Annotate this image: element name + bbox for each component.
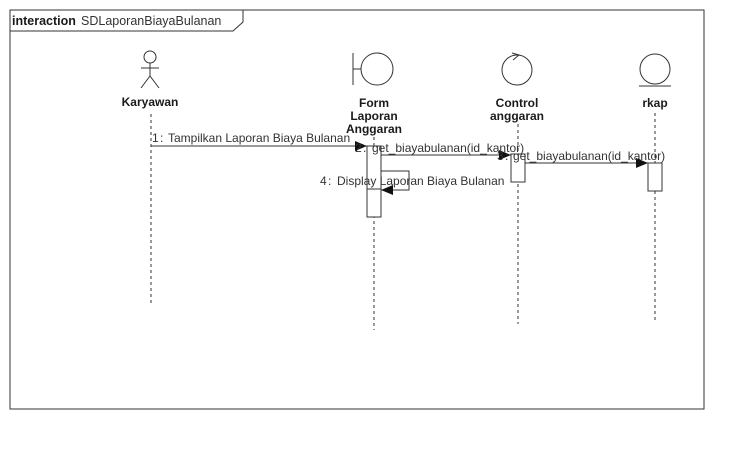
lifeline-label: Karyawan xyxy=(122,95,179,109)
lifeline-rkap: rkap xyxy=(639,53,671,322)
arrowhead xyxy=(381,185,393,195)
frame-tab xyxy=(9,9,244,32)
actor-icon xyxy=(140,50,160,89)
activation-bar xyxy=(366,188,382,218)
arrowhead xyxy=(355,141,367,151)
lifeline-label: rkap xyxy=(642,96,667,110)
arrowhead xyxy=(499,150,511,160)
message-4: 4 : Display Laporan Biaya Bulanan xyxy=(320,170,504,195)
message-text: Display Laporan Biaya Bulanan xyxy=(337,174,504,188)
message-number: 1 xyxy=(152,131,159,145)
entity-icon xyxy=(639,53,671,87)
message-label: : xyxy=(363,141,366,155)
activation-bar xyxy=(510,153,526,183)
frame-title: SDLaporanBiayaBulanan xyxy=(81,14,221,28)
message-label: : xyxy=(160,131,163,145)
lifeline-label: Control xyxy=(496,96,539,110)
lifeline-label: Anggaran xyxy=(346,122,402,136)
message-label: : xyxy=(505,149,508,163)
message-number: 4 xyxy=(320,174,327,188)
message-3: 3 : get_biayabulanan(id_kantor) xyxy=(497,149,665,168)
message-2: 2 : get_biayabulanan(id_kantor) xyxy=(355,141,524,160)
lifeline-form: Form Laporan Anggaran xyxy=(346,52,402,330)
lifeline-label: anggaran xyxy=(490,109,544,123)
activation-bar xyxy=(647,162,663,192)
frame-keyword: interaction xyxy=(12,14,76,28)
message-text: get_biayabulanan(id_kantor) xyxy=(372,141,524,155)
interaction-frame xyxy=(9,9,705,410)
lifeline-label: Laporan xyxy=(350,109,397,123)
message-number: 2 xyxy=(355,141,362,155)
control-icon xyxy=(501,52,533,86)
lifeline-label: Form xyxy=(359,96,389,110)
boundary-icon xyxy=(352,52,394,86)
message-1: 1 : Tampilkan Laporan Biaya Bulanan xyxy=(151,131,367,151)
message-label: : xyxy=(328,174,331,188)
lifeline-control: Control anggaran xyxy=(490,52,544,324)
message-text: Tampilkan Laporan Biaya Bulanan xyxy=(168,131,350,145)
arrowhead xyxy=(636,158,648,168)
message-text: get_biayabulanan(id_kantor) xyxy=(513,149,665,163)
message-number: 3 xyxy=(497,149,504,163)
